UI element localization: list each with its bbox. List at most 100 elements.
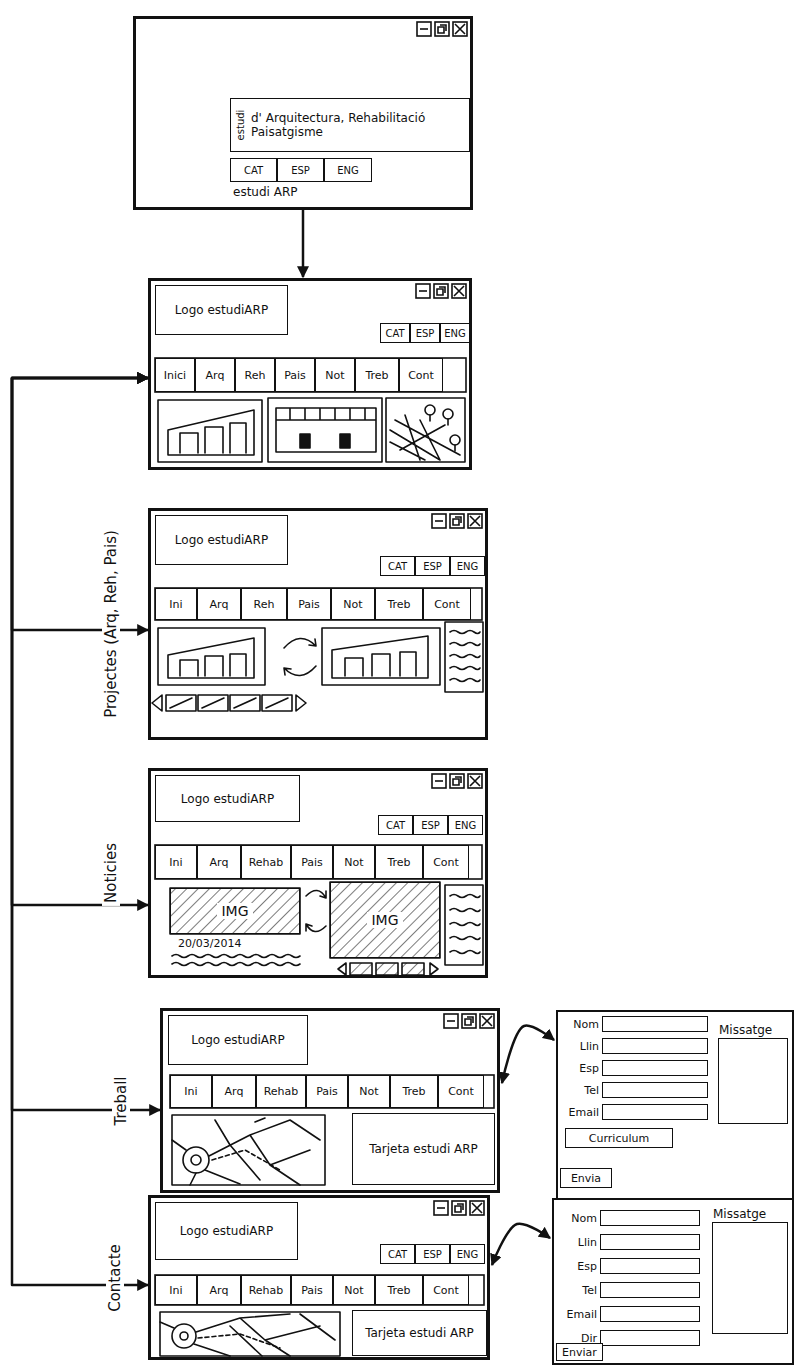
news-image-hatch (170, 882, 440, 958)
page-label: Noticies (102, 840, 120, 906)
node-text: Cont (408, 369, 434, 382)
node-text: ENG (444, 328, 466, 339)
language-button: ENG (440, 323, 470, 343)
connector-arrow (12, 378, 148, 630)
project-image (158, 628, 265, 685)
nav-button: Ini (155, 588, 197, 620)
logo-box: Logo estudiARP (155, 1202, 298, 1260)
node-text: d' Arquitectura, Rehabilitació Paisatgis… (251, 111, 463, 139)
window-controls (417, 22, 431, 36)
map-sketch (172, 1115, 325, 1185)
window-controls (482, 1016, 492, 1026)
text-block (450, 895, 480, 954)
form-field: Dir (600, 1330, 700, 1346)
language-button: CAT (230, 158, 277, 182)
node-text: Llin (580, 1040, 599, 1053)
nav-button: Rehab (241, 845, 291, 879)
node-text: Reh (254, 598, 275, 611)
window-controls (444, 1014, 458, 1028)
nav-button: Treb (375, 845, 423, 879)
node-text: Not (344, 856, 363, 869)
node-text: ESP (421, 820, 440, 831)
node-text: ESP (416, 328, 435, 339)
language-button: CAT (380, 323, 410, 343)
connector-arrow (492, 1224, 550, 1265)
connector-arrow (502, 1026, 554, 1083)
carousel-arrows (284, 666, 316, 676)
nav-button: Arq (197, 845, 241, 879)
window-controls (455, 1204, 463, 1212)
map-sketch (198, 1334, 280, 1348)
form-field: Email (600, 1306, 700, 1322)
node-text: ENG (457, 561, 479, 572)
window-controls (472, 1203, 482, 1213)
map-sketch (160, 1314, 335, 1356)
window-controls (452, 1201, 466, 1215)
node-text: estudi (235, 110, 246, 141)
landscape-sketch (386, 398, 465, 462)
nav-button: Pais (291, 1275, 333, 1305)
form-field: Nom (602, 1016, 708, 1032)
project-image (322, 628, 440, 685)
form-panel: NomLlinEspTelEmailDirMissatgeEnviar (552, 1198, 794, 1365)
carousel-arrows (284, 638, 316, 675)
window-frame: ContacteLogo estudiARPCATESPENGIniArqReh… (148, 1195, 490, 1360)
text-block (445, 622, 483, 692)
text-lines (172, 955, 300, 966)
window-controls (432, 774, 446, 788)
logo-box: Logo estudiARP (168, 1015, 308, 1065)
node-text: Logo estudiARP (175, 303, 268, 317)
node-text: Not (325, 369, 344, 382)
node-text: Cont (448, 1085, 474, 1098)
form-panel: NomLlinEspTelEmailMissatgeCurriculumEnvi… (556, 1010, 794, 1200)
project-image (158, 628, 265, 685)
window-controls (455, 24, 465, 34)
landscape-sketch (386, 398, 465, 462)
nav-button: Not (333, 1275, 375, 1305)
thumbnail-strip (152, 695, 306, 711)
window-controls (420, 28, 428, 30)
building-sketch (168, 410, 254, 455)
nav-button: Cont (399, 358, 443, 392)
node-text: CAT (388, 561, 407, 572)
node-text: Tarjeta estudi ARP (369, 1142, 478, 1156)
carousel-arrows (306, 890, 326, 898)
building-sketch (158, 400, 262, 462)
node-text: Inici (164, 369, 186, 382)
window-controls (468, 514, 482, 528)
message-box: Missatge (718, 1038, 788, 1124)
node-text: estudi ARP (233, 185, 298, 199)
nav-button: Arq (212, 1075, 256, 1108)
map-sketch (172, 1324, 196, 1348)
nav-button: Cont (423, 1275, 469, 1305)
node-text: ENG (457, 1249, 479, 1260)
logo-box: Logo estudiARP (155, 775, 300, 822)
node-text: CAT (388, 1249, 407, 1260)
nav-button: Rehab (256, 1075, 306, 1108)
nav-button: Arq (197, 588, 241, 620)
text-block (445, 885, 483, 965)
nav-button: Pais (275, 358, 315, 392)
window-controls (435, 22, 449, 36)
window-controls (453, 517, 461, 525)
node-text: Treb (387, 856, 410, 869)
node-text: ESP (423, 1249, 442, 1260)
plan-sketch (276, 408, 376, 452)
node-text: ESP (423, 561, 442, 572)
node-text: Arq (225, 1085, 244, 1098)
plan-sketch (268, 398, 382, 462)
node-text: Pais (298, 598, 320, 611)
form-button: Enviar (556, 1343, 603, 1361)
thumbnail-strip (338, 963, 438, 975)
logo-box: Logo estudiARP (155, 515, 288, 565)
nav-button: Cont (438, 1075, 484, 1108)
form-field: Tel (602, 1082, 708, 1098)
map-sketch (172, 1118, 320, 1185)
text-block (445, 622, 483, 692)
carousel-arrows (306, 890, 326, 931)
landscape-sketch (443, 409, 453, 419)
nav-button: Cont (423, 845, 469, 879)
language-button: ESP (415, 556, 450, 576)
node-text: Reh (245, 369, 266, 382)
